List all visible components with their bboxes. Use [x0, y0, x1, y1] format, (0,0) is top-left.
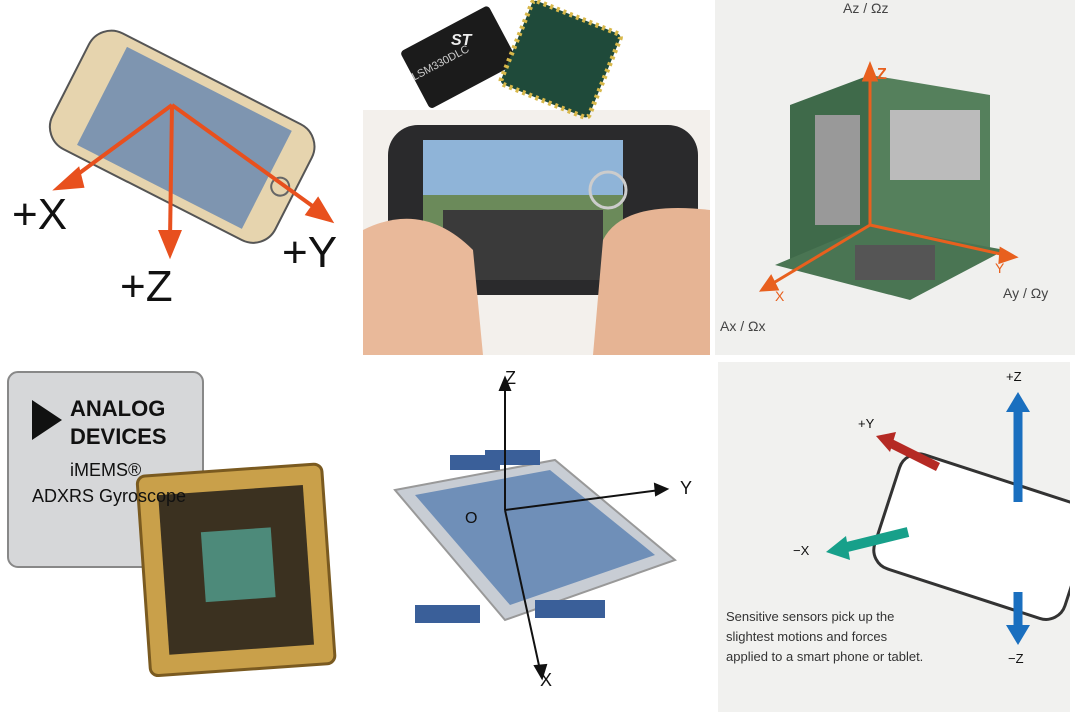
phone-axes-panel: +X +Z +Y	[0, 0, 355, 355]
plus-y-label: +Y	[858, 416, 875, 431]
product-line-1: iMEMS®	[70, 460, 142, 480]
z-axis-label: Z	[505, 368, 516, 388]
brand-line-1: ANALOG	[70, 396, 166, 421]
origin-label: O	[465, 510, 478, 527]
x-axis-label: X	[540, 670, 553, 690]
x-rotation-label: Ax / Ωx	[720, 318, 766, 334]
mems-structure-panel: Z Y X O	[355, 360, 715, 720]
z-rotation-label: Az / Ωz	[843, 0, 889, 16]
game-phone-illustration	[363, 0, 710, 355]
y-axis-label: Y	[680, 478, 693, 498]
mems-structure-illustration	[355, 360, 715, 720]
x-axis-label: X	[775, 288, 785, 304]
brand-line-2: DEVICES	[70, 424, 167, 449]
y-axis-label: Y	[995, 260, 1005, 276]
product-line-2: ADXRS Gyroscope	[32, 486, 187, 506]
sensor-cube-illustration	[715, 0, 1075, 355]
z-axis-label: Z	[877, 66, 887, 83]
game-phone-panel: ST LSM330DLC	[363, 0, 710, 355]
y-rotation-label: Ay / Ωy	[1003, 285, 1049, 301]
phone-axes-illustration	[0, 0, 355, 355]
caption-line-3: applied to a smart phone or tablet.	[726, 649, 924, 664]
analog-chip-panel: ANALOG DEVICES iMEMS® ADXRS Gyroscope	[0, 360, 355, 720]
minus-x-label: −X	[793, 543, 810, 558]
tablet-forces-illustration	[718, 362, 1070, 712]
analog-chip-illustration	[0, 360, 355, 720]
x-axis-label: +X	[12, 190, 68, 239]
z-axis-label: +Z	[120, 262, 173, 311]
minus-z-label: −Z	[1008, 651, 1024, 666]
plus-z-label: +Z	[1006, 369, 1022, 384]
chip-brand: ST	[451, 32, 472, 49]
caption-line-2: slightest motions and forces	[726, 629, 888, 644]
y-axis-label: +Y	[282, 228, 338, 277]
tablet-forces-panel: +Z +Y −X −Z Sensitive sensors pick up th…	[718, 362, 1070, 712]
sensor-cube-panel: Az / Ωz Z X Y Ax / Ωx Ay / Ωy	[715, 0, 1075, 355]
caption-line-1: Sensitive sensors pick up the	[726, 609, 895, 624]
